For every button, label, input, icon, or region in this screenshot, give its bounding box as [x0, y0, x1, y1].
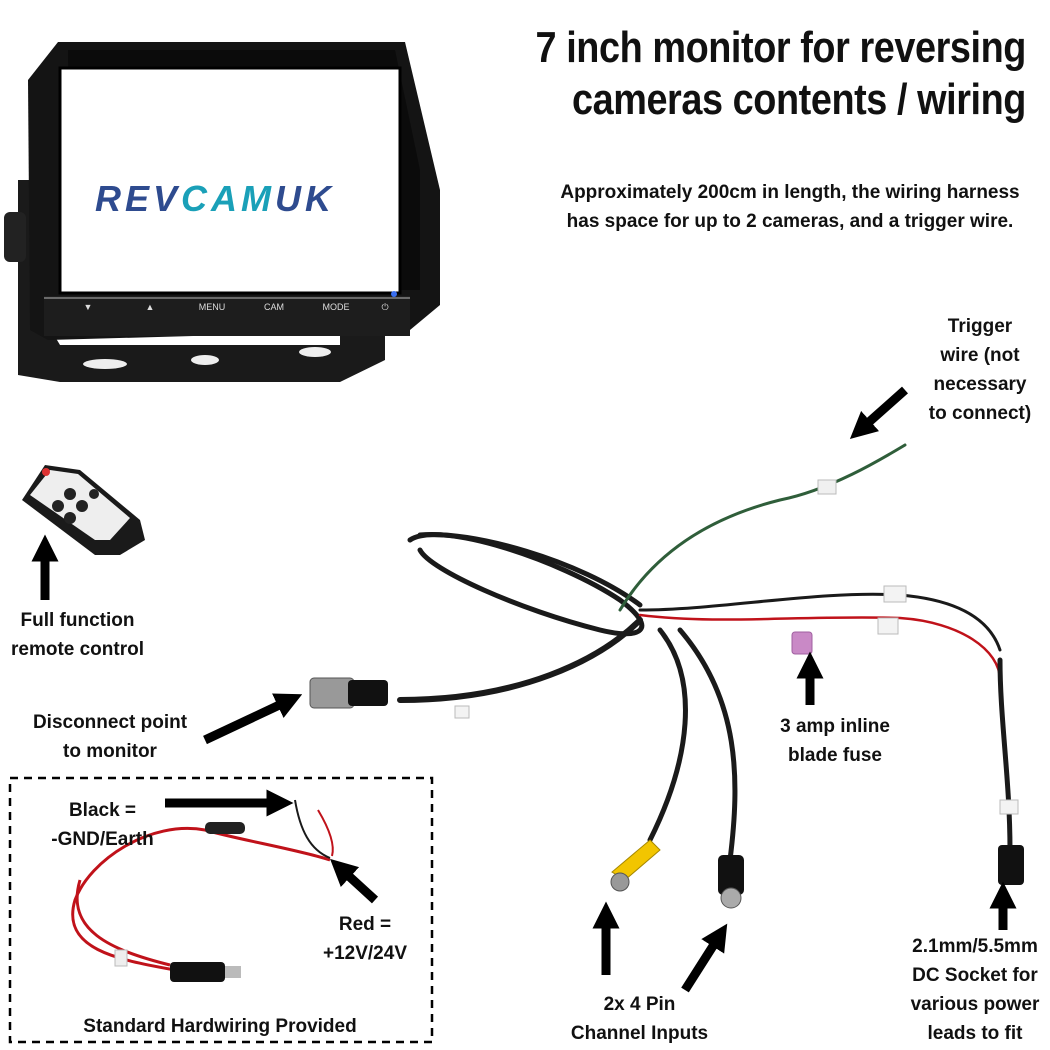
fuse-line-1: 3 amp inline [780, 716, 890, 737]
brand-part-uk: UK [275, 178, 336, 219]
brand-part-cam: CAM [181, 178, 276, 219]
black-line-1: Black = [68, 800, 137, 821]
remote-label: Full function remote control [0, 606, 155, 664]
monitor-button-menu[interactable]: MENU [198, 302, 226, 312]
monitor-button-row: ▼ ▲ MENU CAM MODE ⏻ [60, 302, 400, 313]
channel-line-1: 2x 4 Pin [603, 994, 676, 1015]
black-wire-label: Black = -GND/Earth [40, 796, 165, 854]
disconnect-line-2: to monitor [63, 741, 157, 762]
remote-line-2: remote control [10, 639, 145, 660]
hardwiring-label: Standard Hardwiring Provided [83, 1016, 357, 1037]
title-line-2: cameras contents / wiring [572, 75, 1026, 124]
red-wire-label: Red = +12V/24V [310, 910, 420, 968]
disconnect-line-1: Disconnect point [32, 712, 188, 733]
trigger-line-4: to connect) [928, 403, 1032, 424]
fuse-label: 3 amp inline blade fuse [755, 712, 915, 770]
monitor-button-mode[interactable]: MODE [322, 302, 350, 312]
remote-control-icon [22, 465, 145, 555]
subtitle: Approximately 200cm in length, the wirin… [560, 182, 1020, 232]
monitor-button-up[interactable]: ▲ [145, 302, 155, 312]
trigger-wire-label: Trigger wire (not necessary to connect) [915, 312, 1045, 428]
monitor-button-cam[interactable]: CAM [264, 302, 284, 312]
channel-inputs-label: 2x 4 Pin Channel Inputs [552, 990, 727, 1048]
black-line-2: -GND/Earth [51, 829, 154, 850]
brand-logo: REVCAMUK [95, 178, 335, 220]
page-title: 7 inch monitor for reversing cameras con… [493, 22, 1027, 126]
dc-socket-label: 2.1mm/5.5mm DC Socket for various power … [900, 932, 1050, 1048]
black-arrow-icon [31, 386, 1017, 993]
dc-line-4: leads to fit [927, 1023, 1023, 1044]
trigger-line-3: necessary [933, 374, 1027, 395]
hardwiring-cable [71, 799, 334, 982]
red-line-1: Red = [338, 914, 392, 935]
brand-part-rev: REV [95, 178, 182, 219]
hardwiring-box [8, 776, 434, 1044]
title-line-1: 7 inch monitor for reversing [535, 23, 1027, 72]
trigger-line-2: wire (not [940, 345, 1020, 366]
disconnect-label: Disconnect point to monitor [15, 708, 205, 766]
wiring-harness [309, 443, 1024, 909]
dc-line-1: 2.1mm/5.5mm [912, 936, 1038, 957]
dc-line-2: DC Socket for [912, 965, 1038, 986]
monitor-button-down[interactable]: ▼ [83, 302, 93, 312]
monitor-button-power[interactable]: ⏻ [381, 302, 389, 312]
trigger-line-1: Trigger [947, 316, 1013, 337]
channel-line-2: Channel Inputs [570, 1023, 709, 1044]
dc-line-3: various power [910, 994, 1040, 1015]
fuse-line-2: blade fuse [788, 745, 882, 766]
remote-line-1: Full function [20, 610, 135, 631]
monitor-icon [4, 42, 440, 382]
red-line-2: +12V/24V [323, 943, 407, 964]
